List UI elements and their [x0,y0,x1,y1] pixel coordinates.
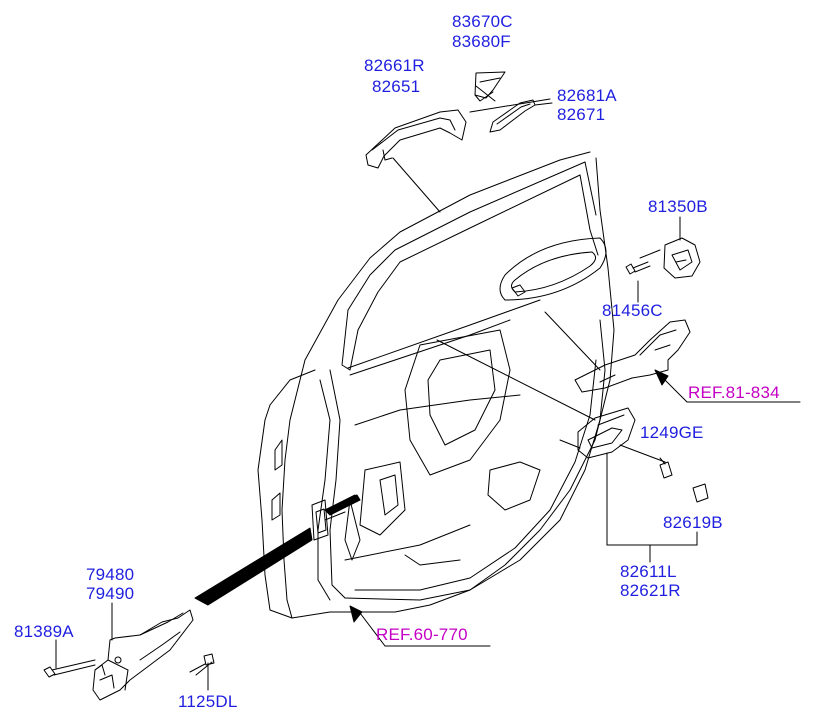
outside-handle [365,109,467,169]
inside-handle [577,407,636,459]
label-79490: 79490 [86,584,135,603]
label-1249ge: 1249GE [640,423,704,442]
label-83670c: 83670C [452,12,513,31]
label-82681a: 82681A [557,86,617,105]
label-82611l: 82611L [620,562,677,581]
label-81389a: 81389A [14,622,74,641]
door-check-bolt-left [43,659,96,678]
label-82661r: 82661R [364,56,425,75]
door-panel [257,151,615,619]
label-ref-81-834: REF.81-834 [688,383,780,402]
door-check-bolt-right [189,653,215,676]
label-82621r: 82621R [620,581,681,600]
striker-screw [625,261,651,275]
arrow-ref-81-834 [654,369,669,386]
hinge-pointer-wedge [324,494,361,516]
handle-cap [692,483,709,503]
label-79480: 79480 [86,565,135,584]
hinge-reference-wedge [194,527,313,606]
door-striker [663,237,701,279]
door-check [92,609,194,701]
label-83680f: 83680F [452,32,511,51]
leader-lines [55,85,801,691]
label-ref-60-770: REF.60-770 [376,625,468,644]
handle-bolt [659,457,673,479]
label-81456c: 81456C [602,301,663,320]
label-81350b: 81350B [648,197,708,216]
arrow-ref-60-770 [349,605,363,623]
inside-bracket [574,319,691,393]
label-82619b: 82619B [663,513,723,532]
label-82651: 82651 [372,77,421,96]
label-82671: 82671 [557,105,606,124]
label-1125dl: 1125DL [178,692,238,711]
handle-cover [474,71,506,102]
handle-gasket [489,99,536,133]
